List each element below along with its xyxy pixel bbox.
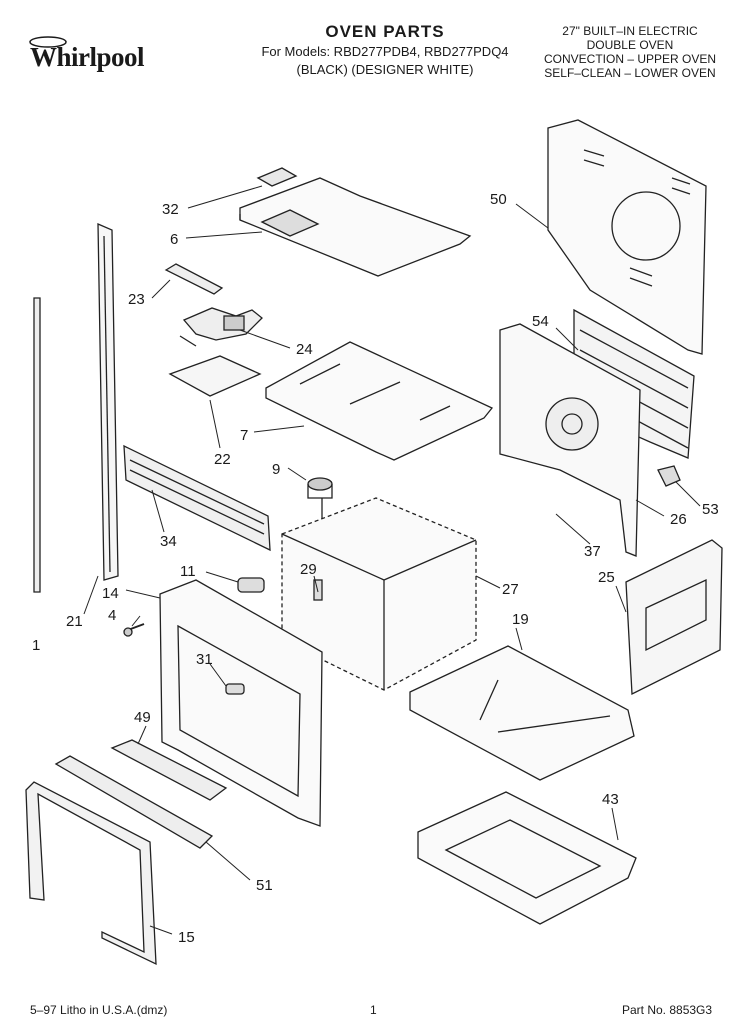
callout-21: 21 <box>66 613 83 630</box>
part-53-clip <box>657 465 681 487</box>
part-9-motor <box>307 477 333 520</box>
part-15-gasket <box>25 781 157 966</box>
callout-14: 14 <box>102 585 119 602</box>
part-50-rear-panel <box>547 119 707 355</box>
callout-51: 51 <box>256 877 273 894</box>
description-line: SELF–CLEAN – LOWER OVEN <box>544 66 716 80</box>
callout-24: 24 <box>296 341 313 358</box>
callout-50: 50 <box>490 191 507 208</box>
part-6-top-panel <box>239 177 472 277</box>
callout-37: 37 <box>584 543 601 560</box>
callout-53: 53 <box>702 501 719 518</box>
product-description: 27" BUILT–IN ELECTRIC DOUBLE OVEN CONVEC… <box>520 24 740 80</box>
part-number: Part No. 8853G3 <box>622 1003 713 1017</box>
part-7-duct-panel <box>265 341 494 461</box>
part-26-side-frame <box>499 323 641 557</box>
page-number: 1 <box>370 1003 377 1017</box>
part-43-bottom-tray <box>417 791 637 925</box>
description-line: 27" BUILT–IN ELECTRIC <box>562 24 698 38</box>
callout-9: 9 <box>272 461 280 478</box>
callout-22: 22 <box>214 451 231 468</box>
part-1-rod <box>33 297 41 593</box>
callout-34: 34 <box>160 533 177 550</box>
logo-swoosh-icon <box>29 36 67 48</box>
part-25-side-panel <box>625 539 723 696</box>
callout-23: 23 <box>128 291 145 308</box>
part-34-control-strip <box>123 444 271 552</box>
part-19-rack <box>409 645 635 781</box>
callout-26: 26 <box>670 511 687 528</box>
brand-name: Whirlpool <box>30 42 145 72</box>
part-31-knob <box>225 683 245 695</box>
callout-49: 49 <box>134 709 151 726</box>
brand-logo: Whirlpool <box>18 32 158 80</box>
callout-19: 19 <box>512 611 529 628</box>
part-49-bracket <box>110 739 228 801</box>
page-title: OVEN PARTS <box>325 22 445 41</box>
litho-note: 5–97 Litho in U.S.A.(dmz) <box>30 1003 168 1017</box>
callout-29: 29 <box>300 561 317 578</box>
part-21-side-trim <box>97 223 119 581</box>
callout-15: 15 <box>178 929 195 946</box>
part-4-screw <box>123 623 145 637</box>
callout-1: 1 <box>32 637 40 654</box>
callout-43: 43 <box>602 791 619 808</box>
callout-11: 11 <box>180 563 196 580</box>
part-11-lamp <box>237 577 265 593</box>
part-51-vent-grille <box>54 755 214 849</box>
callout-7: 7 <box>240 427 248 444</box>
part-23-bracket <box>164 263 224 295</box>
callout-27: 27 <box>502 581 519 598</box>
callout-32: 32 <box>162 201 179 218</box>
part-32-label-plate <box>256 167 298 187</box>
callout-54: 54 <box>532 313 549 330</box>
callout-31: 31 <box>196 651 213 668</box>
callout-6: 6 <box>170 231 178 248</box>
part-22-plate <box>168 355 262 397</box>
description-line: CONVECTION – UPPER OVEN <box>543 52 717 66</box>
model-finishes: (BLACK) (DESIGNER WHITE) <box>296 62 474 77</box>
part-14-front-frame <box>159 579 323 827</box>
callout-4: 4 <box>108 607 116 624</box>
callout-25: 25 <box>598 569 615 586</box>
description-line: DOUBLE OVEN <box>586 38 674 52</box>
part-24-switch-assembly <box>179 307 263 347</box>
model-numbers: For Models: RBD277PDB4, RBD277PDQ4 <box>261 44 509 59</box>
